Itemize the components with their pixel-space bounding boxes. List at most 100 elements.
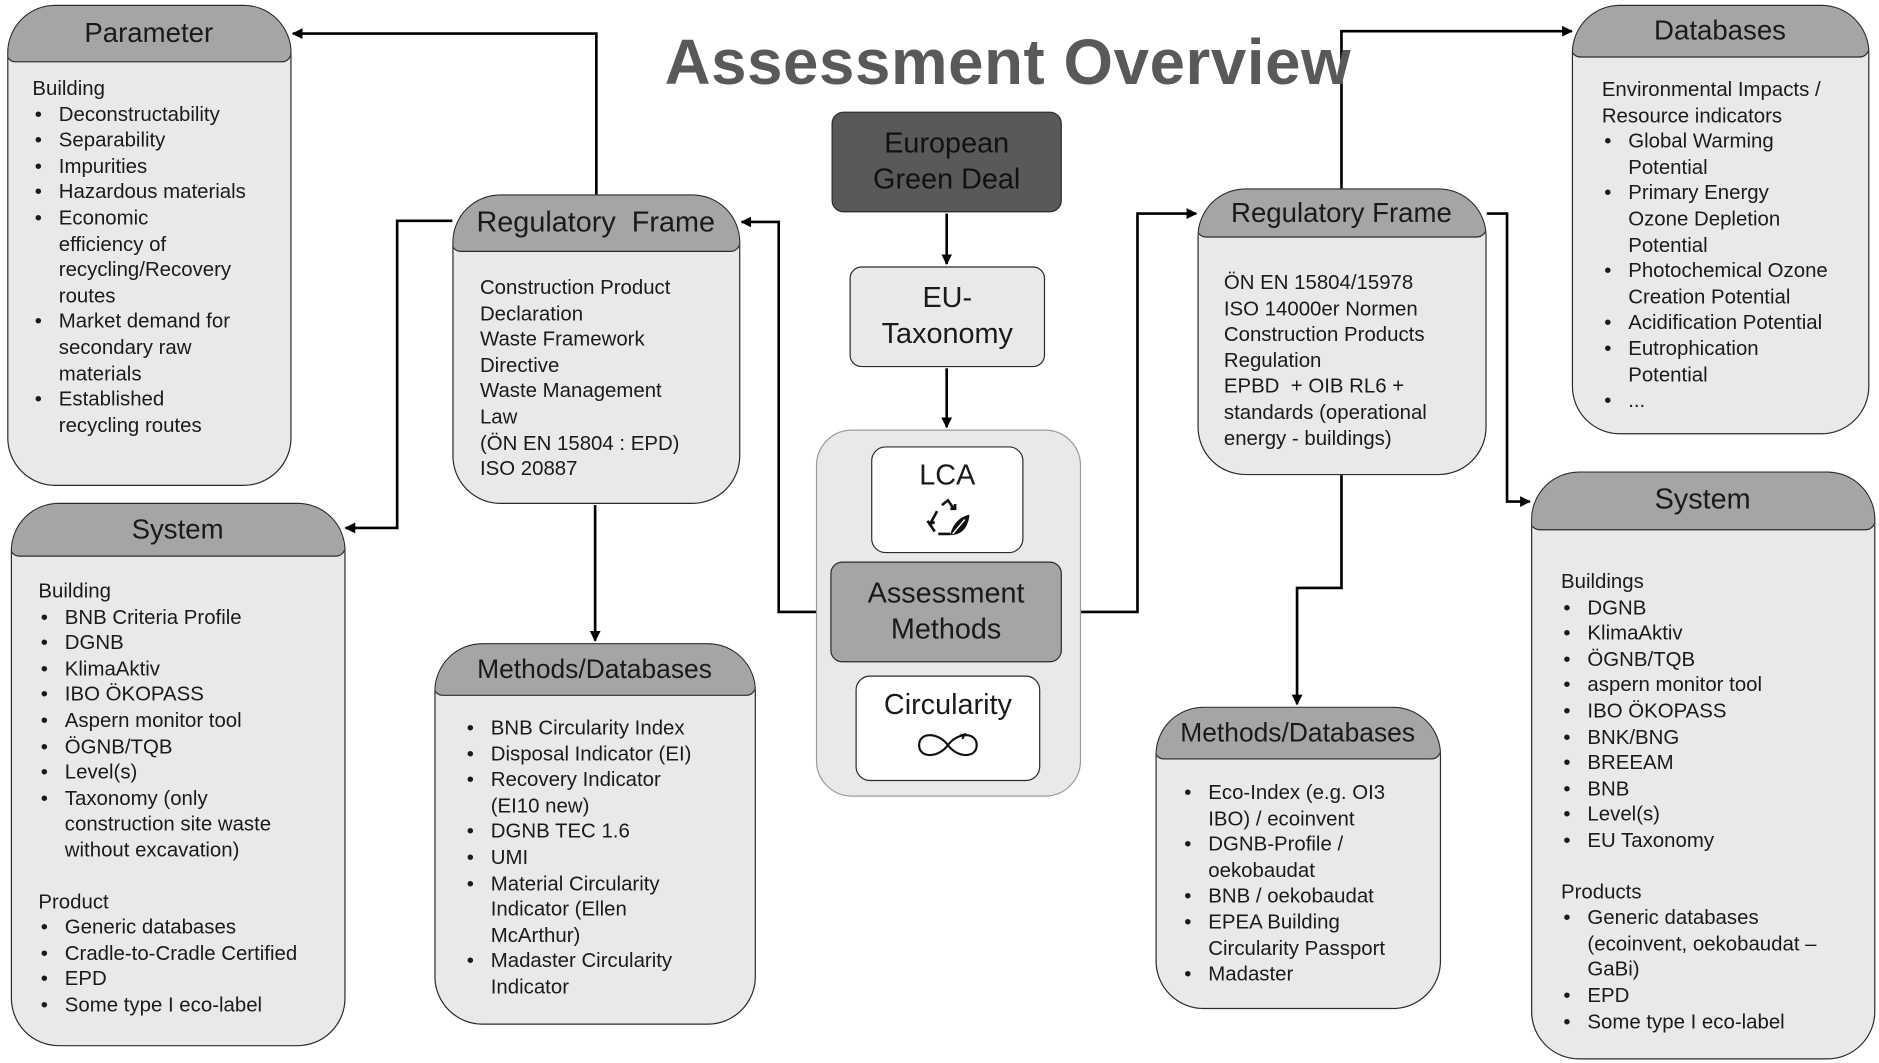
- list-item: Eco-Index (e.g. OI3 IBO) / ecoinvent: [1182, 780, 1424, 832]
- list-item: EPEA Building Circularity Passport: [1182, 909, 1418, 961]
- list-item: Generic databases: [38, 914, 320, 940]
- left-regulatory-line: Law: [479, 405, 518, 429]
- list-item: EPD: [1561, 983, 1855, 1009]
- circularity-label: Circularity: [883, 688, 1012, 722]
- list-item: Cradle-to-Cradle Certified: [38, 940, 320, 966]
- list-item: Some type I eco-label: [38, 992, 320, 1018]
- parameter-group-label: Building: [32, 76, 105, 100]
- parameter-list: Deconstructability Separability Impuriti…: [32, 102, 266, 439]
- list-item: KlimaAktiv: [1561, 621, 1855, 647]
- left-methods-title: Methods/Databases: [477, 653, 712, 684]
- list-item: BNB / oekobaudat: [1182, 884, 1428, 910]
- list-item: Global Warming Potential: [1602, 129, 1826, 181]
- parameter-header: Parameter: [8, 5, 291, 63]
- assessment-methods-box: Assessment Methods: [830, 561, 1062, 663]
- left-methods-panel: Methods/Databases BNB Circularity Index …: [434, 643, 756, 1025]
- assessment-line-2: Methods: [890, 613, 1002, 646]
- left-regulatory-title: Regulatory Frame: [476, 205, 715, 239]
- databases-list: Global Warming Potential Primary Energy …: [1602, 129, 1860, 414]
- left-methods-body: BNB Circularity Index Disposal Indicator…: [464, 715, 740, 1000]
- left-regulatory-header: Regulatory Frame: [453, 195, 740, 252]
- list-item: Deconstructability: [32, 102, 266, 128]
- right-methods-body: Eco-Index (e.g. OI3 IBO) / ecoinvent DGN…: [1182, 780, 1428, 987]
- list-item: IBO ÖKOPASS: [38, 682, 320, 708]
- right-system-header: System: [1532, 472, 1875, 531]
- list-item: BNB Criteria Profile: [38, 604, 320, 630]
- left-system-product-list: Generic databases Cradle-to-Cradle Certi…: [38, 914, 320, 1018]
- left-system-group-building: Building: [38, 579, 111, 603]
- list-item: Madaster Circularity Indicator: [464, 948, 718, 1000]
- list-item: DGNB TEC 1.6: [464, 819, 740, 845]
- left-regulatory-line: ISO 20887: [479, 457, 578, 481]
- right-regulatory-line: ISO 14000er Normen: [1223, 297, 1418, 320]
- right-regulatory-line: ÖN EN 15804/15978: [1223, 271, 1414, 294]
- list-item: DGNB-Profile / oekobaudat: [1182, 832, 1376, 884]
- infinity-loop-icon: [918, 732, 978, 757]
- right-regulatory-line: Construction Products: [1223, 322, 1425, 346]
- left-regulatory-line: Declaration: [479, 301, 584, 325]
- list-item: Material Circularity Indicator (Ellen Mc…: [464, 871, 700, 949]
- databases-title: Databases: [1654, 14, 1786, 46]
- right-regulatory-frame-panel: Regulatory Frame ÖN EN 15804/15978 ISO 1…: [1197, 188, 1487, 476]
- methods-container: LCA Assessment Methods Circularity: [815, 429, 1082, 797]
- list-item: IBO ÖKOPASS: [1561, 698, 1855, 724]
- parameter-title: Parameter: [84, 16, 214, 48]
- list-item: KlimaAktiv: [38, 656, 320, 682]
- right-regulatory-line: Regulation: [1223, 348, 1322, 372]
- arrow-assessment-to-right-regulatory: [1081, 208, 1198, 614]
- taxonomy-line-2: Taxonomy: [881, 317, 1013, 351]
- right-regulatory-line: energy - buildings): [1223, 426, 1392, 450]
- databases-group-label: Environmental Impacts / Resource indicat…: [1601, 77, 1821, 127]
- list-item: Generic databases (ecoinvent, oekobaudat…: [1561, 905, 1854, 983]
- left-methods-header: Methods/Databases: [435, 644, 755, 696]
- green-deal-line-2: Green Deal: [873, 163, 1021, 196]
- right-methods-list: Eco-Index (e.g. OI3 IBO) / ecoinvent DGN…: [1182, 780, 1428, 987]
- diagram-title: Assessment Overview: [664, 27, 1352, 99]
- right-system-buildings-list: DGNB KlimaAktiv ÖGNB/TQB aspern monitor …: [1561, 595, 1855, 854]
- list-item: Disposal Indicator (EI): [464, 741, 740, 767]
- left-system-building-list: BNB Criteria Profile DGNB KlimaAktiv IBO…: [38, 604, 320, 863]
- right-system-products-list: Generic databases (ecoinvent, oekobaudat…: [1561, 905, 1855, 1035]
- arrow-right-regulatory-to-system: [1486, 212, 1531, 507]
- list-item: Market demand for secondary raw material…: [32, 309, 244, 387]
- right-methods-header: Methods/Databases: [1156, 707, 1440, 760]
- list-item: Photochemical Ozone Creation Potential: [1602, 258, 1860, 310]
- left-system-panel: System Building BNB Criteria Profile DGN…: [10, 502, 346, 1047]
- list-item: aspern monitor tool: [1561, 672, 1855, 698]
- left-regulatory-line: Construction Product: [479, 275, 671, 299]
- left-system-header: System: [11, 503, 345, 557]
- right-system-title: System: [1654, 483, 1751, 516]
- list-item: Impurities: [32, 153, 266, 179]
- arrow-left-regulatory-to-system: [344, 219, 453, 534]
- recycle-leaf-icon: [925, 498, 969, 536]
- databases-body: Environmental Impacts / Resource indicat…: [1602, 77, 1860, 414]
- left-regulatory-line: (ÖN EN 15804 : EPD): [479, 431, 680, 455]
- left-regulatory-body: Construction Product Declaration Waste F…: [480, 275, 732, 482]
- list-item: Aspern monitor tool: [38, 708, 320, 734]
- right-system-group-products: Products: [1561, 880, 1642, 903]
- list-item: Level(s): [1561, 802, 1855, 828]
- arrow-assessment-to-left-regulatory: [740, 216, 831, 614]
- lca-card: LCA: [871, 446, 1024, 554]
- left-regulatory-frame-panel: Regulatory Frame Construction Product De…: [452, 194, 741, 504]
- left-regulatory-line: Directive: [479, 353, 560, 377]
- list-item: Recovery Indicator (EI10 new): [464, 767, 694, 819]
- list-item: BREEAM: [1561, 750, 1855, 776]
- list-item: BNK/BNG: [1561, 724, 1855, 750]
- assessment-line-1: Assessment: [867, 577, 1025, 610]
- list-item: Some type I eco-label: [1561, 1008, 1855, 1034]
- left-methods-list: BNB Circularity Index Disposal Indicator…: [464, 715, 740, 1000]
- right-methods-panel: Methods/Databases Eco-Index (e.g. OI3 IB…: [1155, 706, 1442, 1010]
- list-item: EPD: [38, 966, 320, 992]
- arrow-right-regulatory-to-databases: [1340, 25, 1573, 189]
- list-item: BNB Circularity Index: [464, 715, 740, 741]
- list-item: Economic efficiency of recycling/Recover…: [32, 205, 231, 309]
- list-item: ÖGNB/TQB: [1561, 646, 1855, 672]
- list-item: ÖGNB/TQB: [38, 734, 320, 760]
- right-regulatory-line: standards (operational: [1223, 400, 1427, 424]
- left-system-group-product: Product: [38, 889, 109, 913]
- list-item: DGNB: [38, 630, 320, 656]
- right-regulatory-header: Regulatory Frame: [1198, 189, 1486, 238]
- parameter-panel: Parameter Building Deconstructability Se…: [7, 4, 292, 486]
